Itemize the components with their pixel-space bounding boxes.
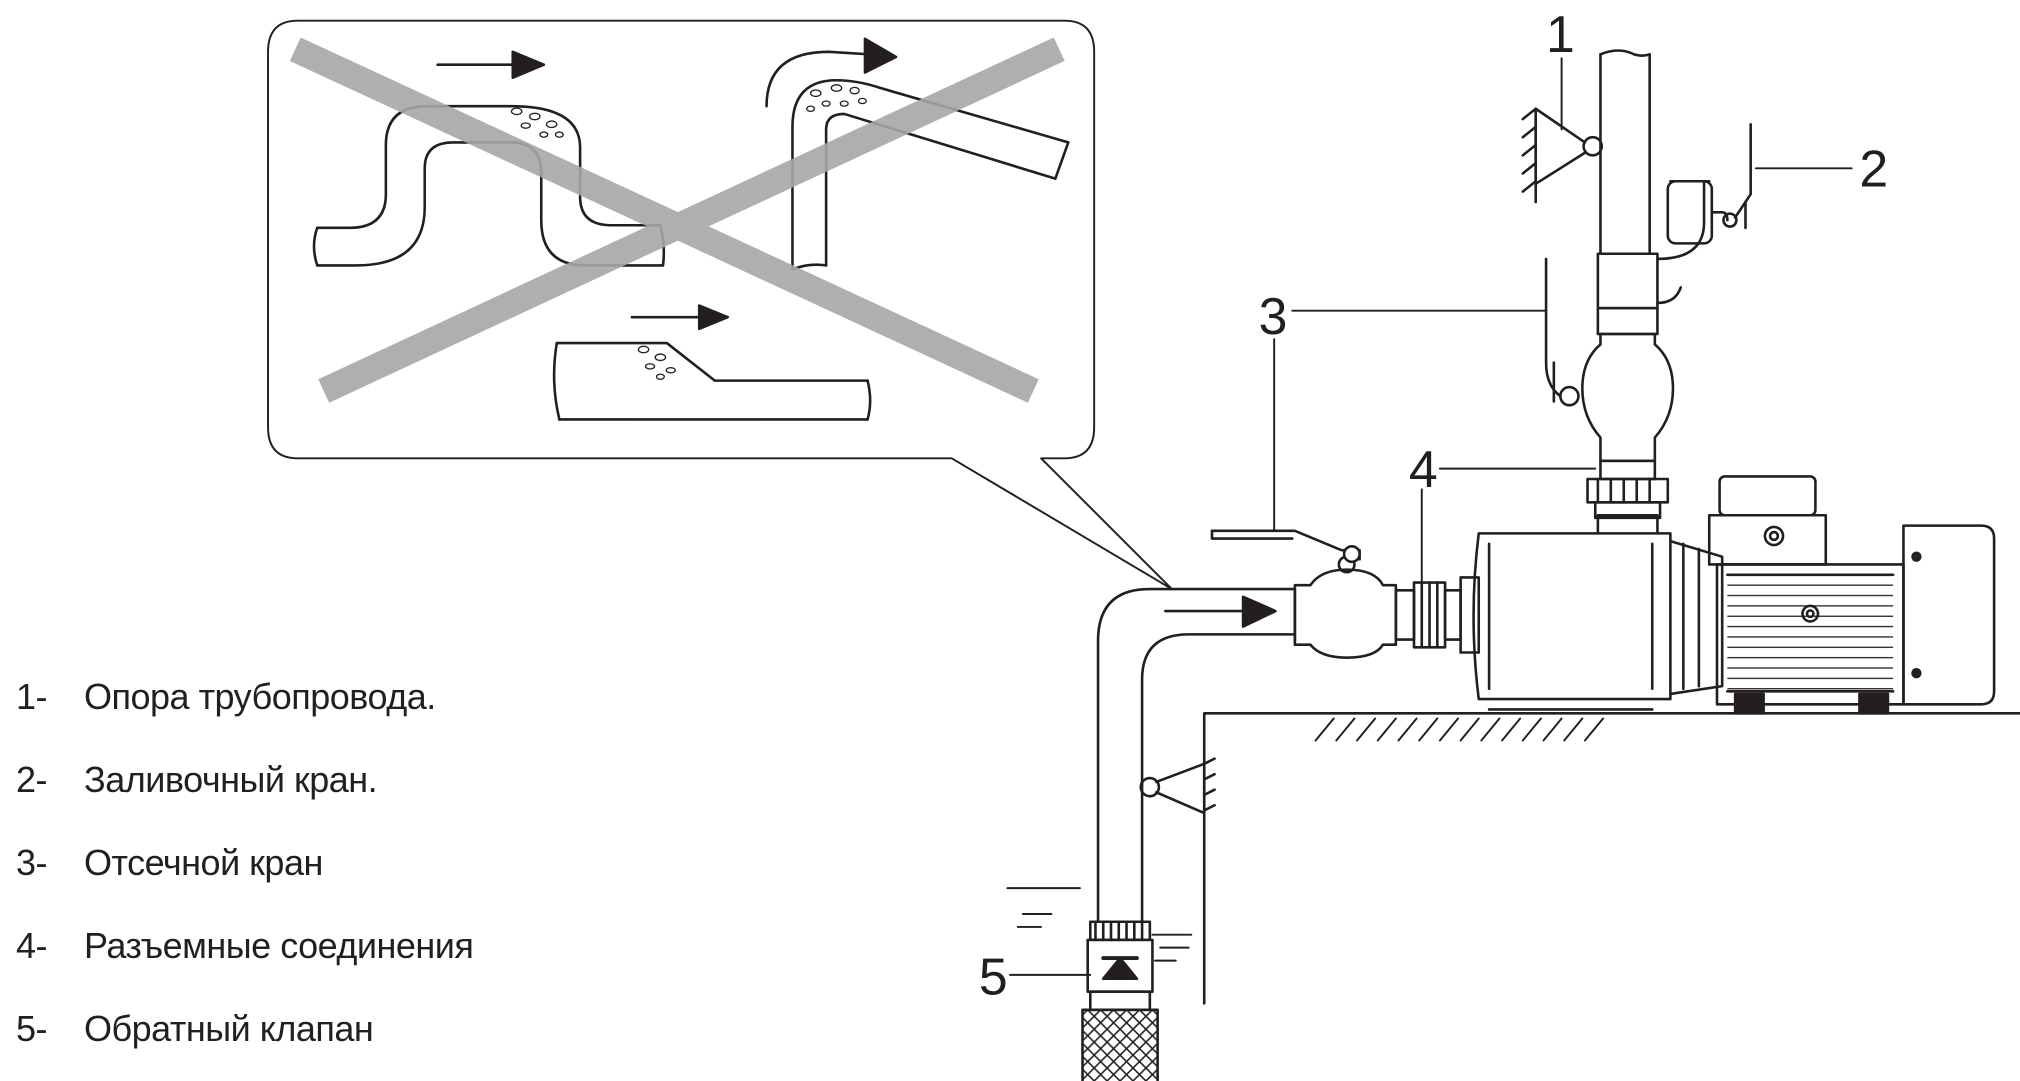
legend-item: 3- Отсечной кран: [16, 838, 323, 888]
flow-arrow-icon: [765, 37, 898, 108]
check-valve-icon: [1081, 920, 1159, 1081]
legend-number: 1-: [16, 676, 48, 717]
pump-motor: [1707, 475, 1996, 715]
legend-text: Разъемные соединения: [84, 925, 474, 966]
legend-text: Опора трубопровода.: [84, 676, 436, 717]
callout-number: 4: [1409, 440, 1438, 498]
discharge-union: [1586, 459, 1670, 535]
priming-tee: [1596, 122, 1752, 336]
legend-item: 1- Опора трубопровода.: [16, 672, 436, 722]
flow-arrow-icon: [630, 304, 730, 331]
leader-lines: [1009, 57, 1853, 976]
flow-arrow-icon: [436, 50, 546, 79]
legend-number: 3-: [16, 842, 48, 883]
pump-housing: [1472, 532, 1724, 711]
wall-pipe-support: [1139, 757, 1216, 815]
legend-text: Заливочный кран.: [84, 759, 378, 800]
callout-number: 2: [1859, 139, 1888, 197]
ball-valve-icon: [1210, 529, 1398, 659]
water-level: [1006, 887, 1193, 962]
prohibited-cross-icon: [289, 37, 1065, 403]
callout-number: 5: [979, 947, 1008, 1005]
legend-item: 5- Обратный клапан: [16, 1004, 374, 1054]
discharge-pipe: [1599, 49, 1651, 256]
callout-number: 3: [1259, 287, 1288, 345]
legend-number: 5-: [16, 1008, 48, 1049]
legend-item: 4- Разъемные соединения: [16, 921, 474, 971]
legend-text: Отсечной кран: [84, 842, 323, 883]
legend-item: 2- Заливочный кран.: [16, 755, 378, 805]
callout-number: 1: [1546, 5, 1575, 63]
suction-pipe: [1096, 587, 1297, 924]
pipe-support: [1521, 107, 1604, 204]
wrong-installation-callout: [267, 19, 1173, 591]
ground-slab: [1202, 712, 2020, 1005]
legend-number: 4-: [16, 925, 48, 966]
ball-valve-icon: [1544, 257, 1675, 463]
legend-number: 2-: [16, 759, 48, 800]
union-fitting: [1394, 576, 1481, 654]
legend-text: Обратный клапан: [84, 1008, 374, 1049]
reducer-pipe: [552, 341, 872, 421]
